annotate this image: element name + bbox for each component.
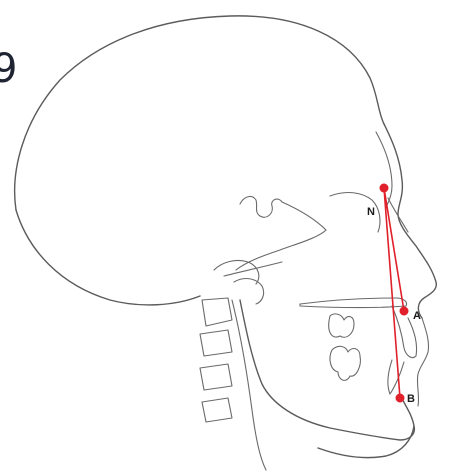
- line-nasion-point-a: [384, 188, 404, 311]
- mandible-outline: [240, 300, 414, 440]
- neck-line: [232, 300, 266, 470]
- lower-molar: [330, 346, 360, 380]
- point-b-landmark: [396, 394, 405, 403]
- nasion-label: N: [367, 206, 375, 218]
- sella-turcica: [240, 197, 282, 218]
- line-nasion-point-b: [384, 188, 400, 398]
- nasion-landmark: [380, 184, 389, 193]
- skull-outline: [15, 16, 384, 210]
- cervical-vertebra-4: [202, 398, 232, 422]
- cervical-vertebra-1: [202, 298, 232, 326]
- cranial-base: [236, 202, 326, 270]
- lower-incisor: [388, 360, 404, 394]
- point-a-label: A: [413, 310, 421, 322]
- point-a-landmark: [400, 307, 409, 316]
- palatal-plane: [300, 298, 407, 308]
- lip-profile: [417, 318, 428, 406]
- cervical-vertebra-3: [200, 364, 232, 390]
- pterygoid-region: [214, 260, 282, 284]
- cervical-vertebra-2: [200, 330, 232, 356]
- occipital-base: [16, 210, 200, 305]
- condyle-region: [234, 279, 264, 304]
- figure-number: 9: [0, 46, 17, 92]
- point-b-label: B: [407, 393, 415, 405]
- upper-molar: [329, 314, 354, 337]
- chin-contour: [318, 426, 414, 458]
